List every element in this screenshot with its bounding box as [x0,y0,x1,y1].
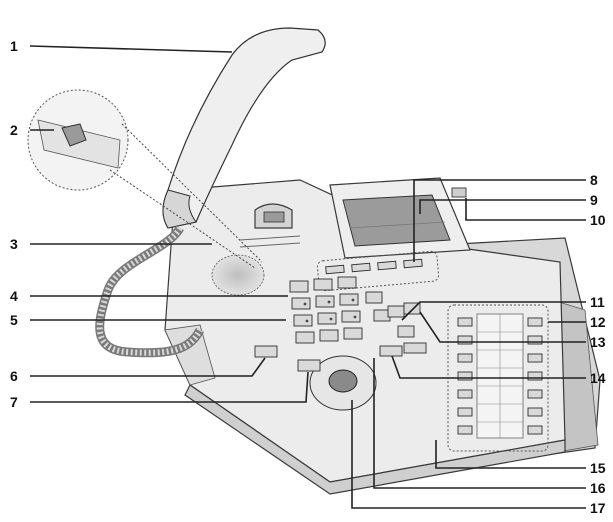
callout-6: 6 [10,369,18,383]
speaker-grille [212,255,264,295]
callout-14: 14 [590,371,606,385]
callout-7: 7 [10,395,18,409]
callout-12: 12 [590,315,606,329]
lcd-display [330,178,470,258]
callout-11: 11 [590,295,605,309]
callout-17: 17 [590,501,606,515]
callout-8: 8 [590,173,598,187]
message-led [452,188,466,197]
callout-9: 9 [590,193,598,207]
callout-2: 2 [10,123,18,137]
callout-13: 13 [590,335,606,349]
callout-1: 1 [10,39,18,53]
callout-15: 15 [590,461,606,475]
callout-10: 10 [590,213,606,227]
callout-16: 16 [590,481,606,495]
callout-5: 5 [10,313,18,327]
callout-3: 3 [10,237,18,251]
callout-4: 4 [10,289,18,303]
